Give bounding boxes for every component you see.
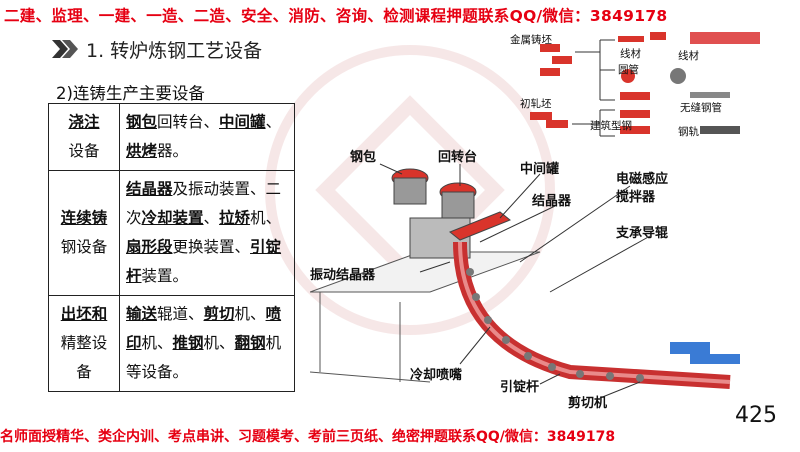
table-row: 出坯和精整设备输送辊道、剪切机、喷印机、推钢机、翻钢机等设备。 — [48, 295, 295, 392]
description-text: 、 — [265, 113, 282, 131]
product-flow-graphic — [530, 32, 760, 137]
category-cell: 出坯和精整设备 — [48, 295, 120, 392]
label-bloom: 初轧坯 — [520, 98, 552, 110]
label-spray-nozzle: 冷却喷嘴 — [410, 368, 463, 383]
sub-title: 2)连铸生产主要设备 — [56, 84, 205, 103]
description-text: 器。 — [157, 142, 189, 160]
caster-graphic — [309, 163, 740, 399]
table-row: 浇注设备钢包回转台、中间罐、烘烤器。 — [48, 103, 295, 171]
equipment-term: 引锭杆 — [126, 238, 282, 285]
equipment-term: 剪切 — [203, 305, 235, 323]
category-line-2: 精整设备 — [60, 334, 108, 381]
equipment-term: 罐 — [250, 113, 266, 131]
category-cell: 连续铸钢设备 — [48, 170, 120, 296]
category-line-2: 设备 — [68, 142, 100, 160]
description-cell: 输送辊道、剪切机、喷印机、推钢机、翻钢机等设备。 — [119, 295, 295, 392]
product-flow-diagram: 金属铸坯 初轧坯 线材 线材 圆管 无缝钢管 建筑型钢 钢轨 — [500, 30, 790, 140]
label-section: 建筑型钢 — [590, 120, 632, 132]
page-number: 425 — [735, 403, 777, 428]
equipment-term: 冷却装置 — [141, 209, 204, 227]
label-dummy-bar: 引锭杆 — [500, 380, 540, 395]
category-line-1: 连续铸 — [60, 209, 108, 227]
description-text: 机、 — [250, 209, 282, 227]
description-text: 辊道、 — [157, 305, 204, 323]
equipment-term: 翻钢 — [234, 334, 266, 352]
table-row: 连续铸钢设备结晶器及振动装置、二次冷却装置、拉矫机、扇形段更换装置、引锭杆装置。 — [48, 170, 295, 296]
equipment-term: 钢包 — [126, 113, 158, 131]
description-text: 机、 — [141, 334, 173, 352]
equipment-term: 中间 — [219, 113, 251, 131]
category-cell: 浇注设备 — [48, 103, 120, 171]
top-banner: 二建、监理、一建、一造、二造、安全、消防、咨询、检测课程押题联系QQ/微信：38… — [0, 0, 800, 30]
top-banner-text: 二建、监理、一建、一造、二造、安全、消防、咨询、检测课程押题联系QQ/微信：38… — [4, 7, 668, 25]
description-text: 机等设备。 — [126, 334, 282, 381]
description-cell: 钢包回转台、中间罐、烘烤器。 — [119, 103, 295, 171]
description-text: 装置。 — [141, 267, 189, 285]
description-text: 更换装置、 — [172, 238, 251, 256]
equipment-table: 浇注设备钢包回转台、中间罐、烘烤器。连续铸钢设备结晶器及振动装置、二次冷却装置、… — [48, 103, 295, 392]
label-ems-2: 搅拌器 — [616, 190, 656, 205]
label-rail: 钢轨 — [678, 126, 699, 138]
page-title: 1. 转炉炼钢工艺设备 — [86, 40, 263, 62]
label-ladle: 钢包 — [350, 150, 377, 165]
category-line-1: 出坯和 — [60, 305, 108, 323]
label-ems: 电磁感应 — [616, 172, 669, 187]
label-shear: 剪切机 — [568, 396, 608, 411]
description-text: 机、 — [234, 305, 266, 323]
description-cell: 结晶器及振动装置、二次冷却装置、拉矫机、扇形段更换装置、引锭杆装置。 — [119, 170, 295, 296]
label-mold: 结晶器 — [532, 194, 572, 209]
equipment-term: 烘烤 — [126, 142, 158, 160]
label-turret: 回转台 — [438, 150, 478, 165]
continuous-casting-diagram: 钢包 回转台 中间罐 结晶器 电磁感应 搅拌器 支承导辊 振动结晶器 冷却喷嘴 … — [309, 142, 750, 422]
description-text: 回转台、 — [157, 113, 220, 131]
equipment-term: 输送 — [126, 305, 158, 323]
label-support-rolls: 支承导辊 — [616, 226, 669, 241]
bottom-banner-text: 名师面授精华、类企内训、考点串讲、习题模考、考前三页纸、绝密押题联系QQ/微信：… — [0, 429, 616, 445]
label-tundish: 中间罐 — [520, 162, 560, 177]
category-line-2: 钢设备 — [60, 238, 108, 256]
equipment-term: 喷印 — [126, 305, 282, 352]
label-billet: 金属铸坯 — [510, 34, 552, 46]
description-text: 、 — [203, 209, 220, 227]
label-oscillator: 振动结晶器 — [310, 268, 376, 283]
equipment-term: 拉矫 — [219, 209, 251, 227]
category-line-1: 浇注 — [68, 113, 100, 131]
chevron-arrow-icon — [52, 40, 78, 58]
label-wire2: 线材 — [678, 50, 699, 62]
description-text: 及振动装置、二次 — [126, 180, 282, 227]
equipment-term: 结晶器 — [126, 180, 173, 198]
description-text: 机、 — [203, 334, 235, 352]
label-tube: 圆管 — [618, 64, 639, 76]
label-seamless: 无缝钢管 — [680, 102, 722, 114]
equipment-term: 扇形段 — [126, 238, 173, 256]
label-wire1: 线材 — [620, 48, 641, 60]
equipment-term: 推钢 — [172, 334, 204, 352]
